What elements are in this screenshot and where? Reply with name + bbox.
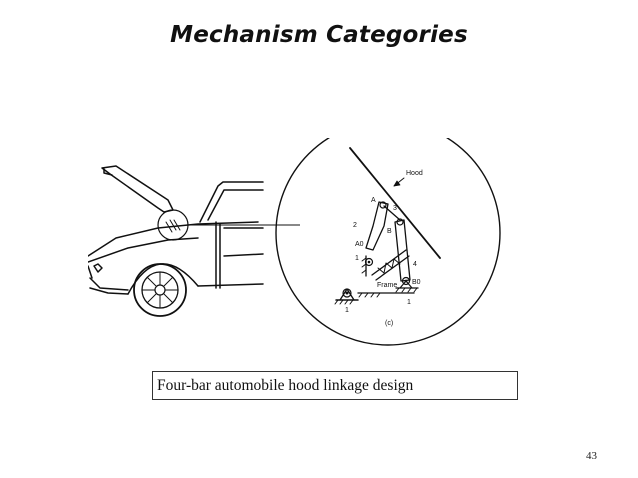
label-link-1-left: 1 bbox=[355, 255, 359, 262]
car-illustration bbox=[88, 165, 264, 295]
label-frame: Frame bbox=[377, 282, 397, 289]
linkage-diagram bbox=[334, 147, 441, 305]
figure-caption: Four-bar automobile hood linkage design bbox=[152, 371, 518, 400]
label-link-4: 4 bbox=[413, 261, 417, 268]
hood-linkage-figure: Hood A 3 2 B A0 1 4 Frame B0 1 1 (c) bbox=[88, 138, 501, 346]
linkage-pivot-centers bbox=[345, 260, 408, 295]
page-number: 43 bbox=[586, 450, 597, 462]
label-link-3: 3 bbox=[393, 205, 397, 212]
car-wheel bbox=[133, 263, 187, 317]
label-joint-a: A bbox=[371, 197, 376, 204]
label-panel-id: (c) bbox=[385, 320, 393, 327]
label-link-1-bottom-left: 1 bbox=[345, 307, 349, 314]
label-joint-b: B bbox=[387, 228, 392, 235]
magnified-view-circle bbox=[275, 138, 501, 346]
label-link-2: 2 bbox=[353, 222, 357, 229]
slide-title: Mechanism Categories bbox=[170, 22, 468, 48]
label-link-1-bottom-right: 1 bbox=[407, 299, 411, 306]
label-hood: Hood bbox=[406, 170, 423, 177]
label-joint-a0: A0 bbox=[355, 241, 364, 248]
label-joint-b0: B0 bbox=[412, 279, 421, 286]
